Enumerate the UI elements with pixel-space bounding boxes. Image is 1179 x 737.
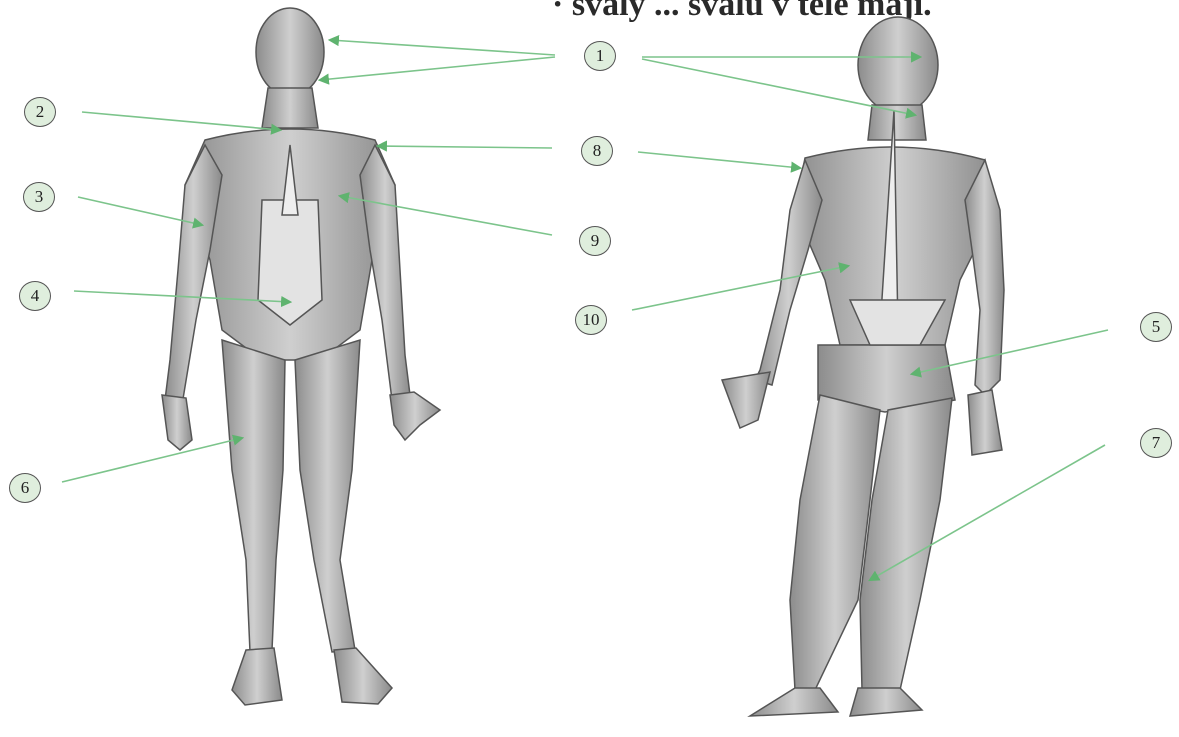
marker-10: 10 [575, 305, 607, 335]
front-right-hand [162, 395, 192, 450]
front-left-hand [390, 392, 440, 440]
front-left-leg [295, 340, 360, 652]
arrow-1-b [320, 57, 555, 80]
marker-7: 7 [1140, 428, 1172, 458]
back-right-hand [722, 372, 770, 428]
front-abdomen [258, 200, 322, 325]
back-right-foot [750, 688, 838, 716]
marker-3: 3 [23, 182, 55, 212]
front-head [256, 8, 324, 96]
back-neck [868, 105, 926, 140]
back-left-foot [850, 688, 922, 716]
marker-5: 5 [1140, 312, 1172, 342]
back-left-hand [968, 390, 1002, 455]
arrow-6 [62, 438, 242, 482]
marker-1: 1 [584, 41, 616, 71]
marker-6: 6 [9, 473, 41, 503]
back-head [858, 17, 938, 113]
arrow-8-b [638, 152, 800, 168]
marker-2: 2 [24, 97, 56, 127]
back-left-arm [965, 160, 1004, 395]
front-left-foot [334, 648, 392, 704]
marker-9: 9 [579, 226, 611, 256]
front-right-foot [232, 648, 282, 705]
arrow-8 [378, 146, 552, 148]
arrow-1-a [330, 40, 555, 55]
arrow-2 [82, 112, 280, 130]
marker-4: 4 [19, 281, 51, 311]
back-right-arm [755, 160, 822, 385]
marker-8: 8 [581, 136, 613, 166]
front-neck [262, 88, 318, 128]
front-figure [162, 8, 440, 705]
front-right-leg [222, 340, 285, 652]
back-figure [722, 17, 1004, 716]
arrow-10 [632, 266, 848, 310]
